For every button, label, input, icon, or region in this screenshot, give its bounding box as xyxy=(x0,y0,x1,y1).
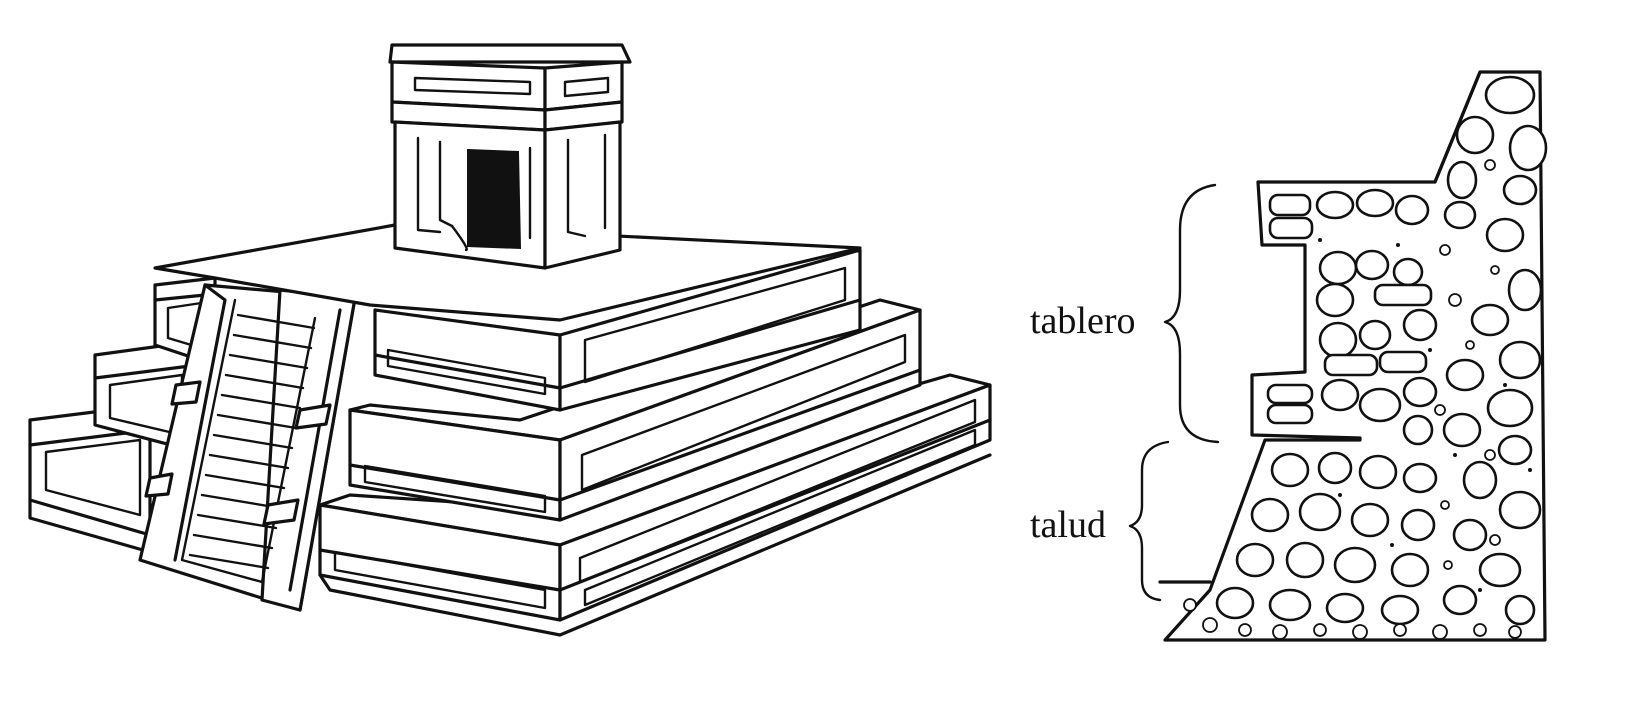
pyramid-tier-3-right xyxy=(153,223,862,412)
label-talud: talud xyxy=(1030,504,1106,546)
label-tablero: tablero xyxy=(1030,300,1136,342)
wall-cross-section xyxy=(1158,70,1548,642)
pyramid-staircase xyxy=(138,283,357,612)
gravel-fill xyxy=(1183,159,1532,640)
brace-talud xyxy=(1128,440,1170,602)
stepped-pyramid xyxy=(28,43,992,637)
brace-tablero xyxy=(1163,183,1220,444)
pyramid-temple xyxy=(388,43,632,270)
rubble-stones xyxy=(1215,75,1548,626)
